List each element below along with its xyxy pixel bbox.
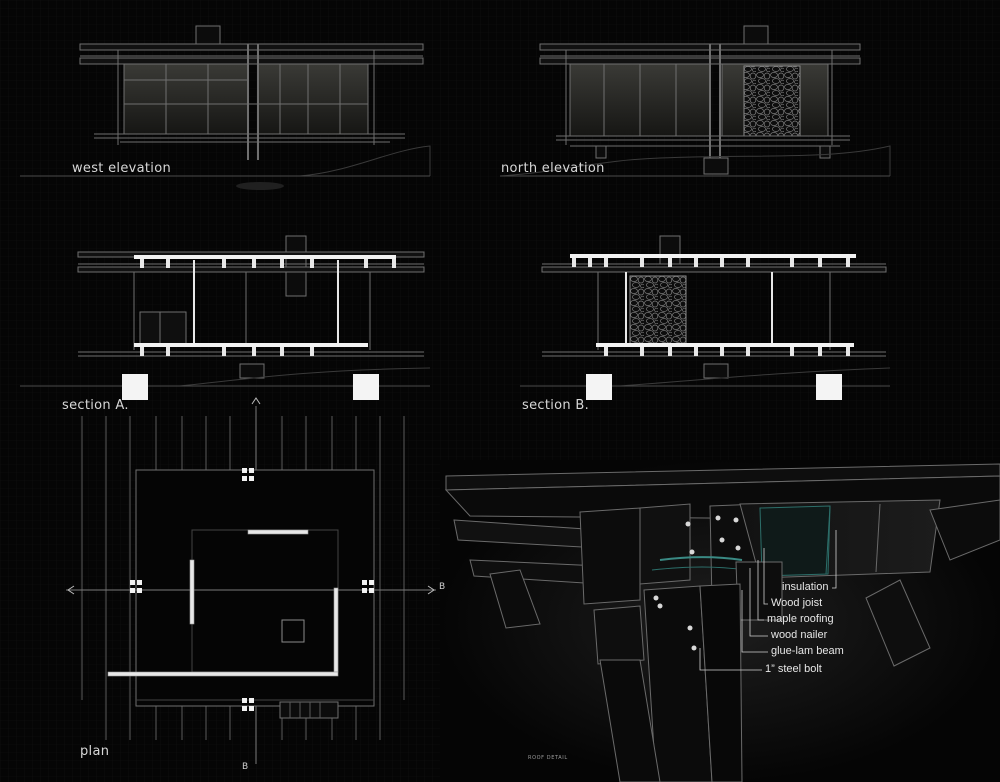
section-b-drawing: [520, 235, 891, 387]
north-elevation-drawing: [499, 25, 891, 177]
callout-glue-lam-beam: glue-lam beam: [771, 645, 844, 657]
plan-walls: [107, 529, 339, 677]
section-b-footing-left: [586, 374, 612, 400]
section-a-joists: [140, 259, 396, 356]
plan-label: plan: [80, 744, 110, 759]
north-elevation-label: north elevation: [501, 161, 605, 176]
west-elevation-label: west elevation: [72, 161, 172, 176]
roof-detail-drawing: [444, 463, 1000, 782]
ground-shadow: [236, 182, 284, 190]
callout-insulation: insulation: [782, 581, 829, 593]
section-a-footing-right: [353, 374, 379, 400]
callout-wood-nailer: wood nailer: [771, 629, 828, 641]
roof-detail-leader-lines: [699, 530, 837, 671]
roof-detail-label: ROOF DETAIL: [528, 755, 568, 761]
section-b-label: section B.: [522, 398, 590, 413]
callout-steel-bolt: 1” steel bolt: [765, 663, 822, 675]
roof-detail-bolts: [653, 515, 741, 651]
west-elevation-drawing: [20, 25, 431, 177]
section-a-label: section A.: [62, 398, 129, 413]
section-a-footing-left: [122, 374, 148, 400]
section-b-joists: [572, 258, 850, 356]
section-b-footing-right: [816, 374, 842, 400]
plan-section-marker-right: B: [439, 582, 446, 592]
plan-column-markers: [130, 468, 374, 711]
plan-section-marker-bottom: B: [242, 762, 249, 772]
plan-section-arrows: [67, 397, 435, 595]
section-a-drawing: [20, 235, 431, 387]
callout-maple-roofing: maple roofing: [767, 613, 834, 625]
callout-wood-joist: Wood joist: [771, 597, 823, 609]
